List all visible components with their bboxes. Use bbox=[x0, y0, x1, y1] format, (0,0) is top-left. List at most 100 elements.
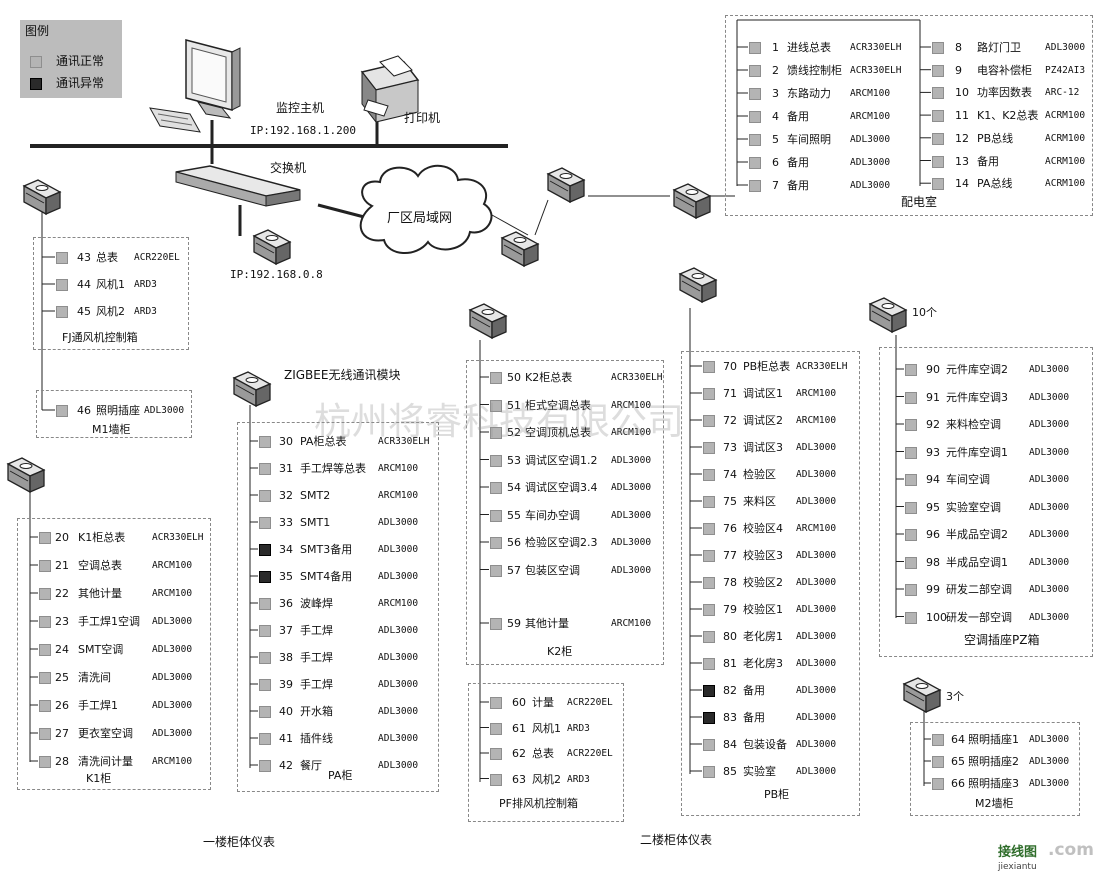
meter-number: 90 bbox=[926, 363, 940, 376]
meter-number: 31 bbox=[279, 462, 293, 475]
meter-name: K1柜总表 bbox=[78, 531, 126, 544]
meter-status-93 bbox=[905, 446, 917, 459]
meter-status-63 bbox=[490, 773, 502, 786]
meter-status-94 bbox=[905, 474, 917, 486]
floor2-label: 二楼柜体仪表 bbox=[640, 833, 713, 847]
meter-model: ACR220EL bbox=[567, 697, 613, 708]
meter-model: ARCM100 bbox=[850, 88, 891, 99]
meter-model: ADL3000 bbox=[1029, 529, 1070, 540]
meter-model: ARCM100 bbox=[152, 588, 193, 599]
meter-model: ADL3000 bbox=[1045, 42, 1086, 53]
meter-name: 半成品空调2 bbox=[946, 528, 1008, 541]
meter-number: 55 bbox=[507, 508, 521, 522]
meter-name: 波峰焊 bbox=[300, 597, 333, 610]
meter-status-32 bbox=[259, 490, 271, 502]
meter-model: ARCM100 bbox=[378, 463, 419, 474]
meter-status-6 bbox=[749, 157, 761, 169]
watermark-text: 杭州将睿科技有限公司 bbox=[314, 400, 684, 443]
meter-name: 校验区3 bbox=[743, 549, 783, 562]
meter-status-84 bbox=[703, 739, 715, 751]
host-label: 监控主机 bbox=[276, 101, 325, 115]
meter-model: ADL3000 bbox=[378, 517, 419, 528]
floor1-label: 一楼柜体仪表 bbox=[203, 835, 276, 849]
meter-number: 43 bbox=[77, 251, 91, 264]
meter-status-12 bbox=[932, 132, 944, 145]
meter-model: ADL3000 bbox=[152, 700, 193, 711]
meter-number: 83 bbox=[723, 711, 737, 724]
meter-name: 元件库空调3 bbox=[946, 390, 1008, 404]
meter-model: ACR330ELH bbox=[611, 372, 663, 383]
meter-number: 11 bbox=[955, 109, 969, 123]
meter-status-27 bbox=[39, 728, 51, 740]
meter-name: PB总线 bbox=[977, 131, 1014, 145]
meter-model: ADL3000 bbox=[378, 544, 419, 555]
meter-name: 路灯门卫 bbox=[977, 41, 1021, 54]
meter-number: 73 bbox=[723, 441, 737, 454]
meter-name: 校验区4 bbox=[743, 522, 783, 535]
meter-model: ADL3000 bbox=[796, 442, 837, 453]
meter-status-22 bbox=[39, 588, 51, 600]
switch-lan-line bbox=[317, 203, 369, 220]
meter-number: 53 bbox=[507, 453, 521, 467]
meter-status-60 bbox=[490, 697, 502, 709]
meter-status-92 bbox=[905, 419, 917, 431]
meter-name: 实验室 bbox=[743, 765, 776, 778]
meter-model: ARCM100 bbox=[152, 756, 193, 767]
meter-name: 研发一部空调 bbox=[946, 610, 1012, 624]
meter-model: ACRM100 bbox=[1045, 178, 1086, 190]
meter-name: 风机2 bbox=[532, 772, 561, 786]
meter-model: ADL3000 bbox=[796, 631, 837, 642]
meter-model: ADL3000 bbox=[1029, 556, 1070, 568]
meter-status-61 bbox=[490, 722, 502, 735]
meter-status-73 bbox=[703, 442, 715, 454]
meter-model: ADL3000 bbox=[152, 616, 193, 627]
switch-ip: IP:192.168.0.8 bbox=[230, 268, 323, 281]
meter-name: 东路动力 bbox=[787, 87, 831, 100]
meter-model: ADL3000 bbox=[611, 537, 652, 548]
meter-name: 空调总表 bbox=[78, 559, 122, 572]
meter-name: SMT1 bbox=[300, 516, 331, 529]
meter-model: ADL3000 bbox=[1029, 778, 1070, 789]
meter-model: ADL3000 bbox=[796, 496, 837, 507]
meter-number: 28 bbox=[55, 755, 69, 768]
meter-status-43 bbox=[56, 252, 68, 264]
meter-status-74 bbox=[703, 469, 715, 481]
switch-icon bbox=[175, 165, 301, 207]
cabinet-title: PB柜 bbox=[764, 788, 790, 801]
meter-model: ARCM100 bbox=[611, 618, 652, 629]
meter-number: 85 bbox=[723, 765, 737, 778]
meter-name: 元件库空调2 bbox=[946, 363, 1008, 376]
meter-number: 82 bbox=[723, 684, 737, 697]
meter-model: ARCM100 bbox=[378, 490, 419, 501]
meter-status-62 bbox=[490, 748, 502, 760]
meter-model: ACRM100 bbox=[1045, 110, 1086, 122]
meter-number: 76 bbox=[723, 522, 737, 535]
meter-status-80 bbox=[703, 631, 715, 643]
zigbee-module-icon bbox=[252, 229, 292, 266]
meter-status-91 bbox=[905, 391, 917, 404]
meter-status-8 bbox=[932, 42, 944, 54]
zigbee-module-icon bbox=[6, 457, 46, 494]
meter-model: ADL3000 bbox=[378, 706, 419, 717]
meter-status-50 bbox=[490, 372, 502, 384]
meter-name: 馈线控制柜 bbox=[787, 64, 842, 77]
meter-number: 35 bbox=[279, 570, 293, 583]
cabinet-title: K2柜 bbox=[547, 645, 573, 658]
meter-status-82 bbox=[703, 685, 715, 697]
meter-name: 备用 bbox=[787, 179, 809, 192]
meter-number: 36 bbox=[279, 597, 293, 610]
zigbee-module-icon bbox=[468, 303, 508, 340]
meter-model: ADL3000 bbox=[378, 760, 419, 771]
meter-name: 手工焊1 bbox=[78, 699, 118, 712]
meter-number: 94 bbox=[926, 473, 940, 486]
meter-model: ARD3 bbox=[567, 722, 590, 734]
meter-status-9 bbox=[932, 64, 944, 77]
cabinet-title: PA柜 bbox=[328, 769, 353, 782]
legend-normal-swatch bbox=[30, 56, 42, 68]
meter-status-83 bbox=[703, 712, 715, 724]
